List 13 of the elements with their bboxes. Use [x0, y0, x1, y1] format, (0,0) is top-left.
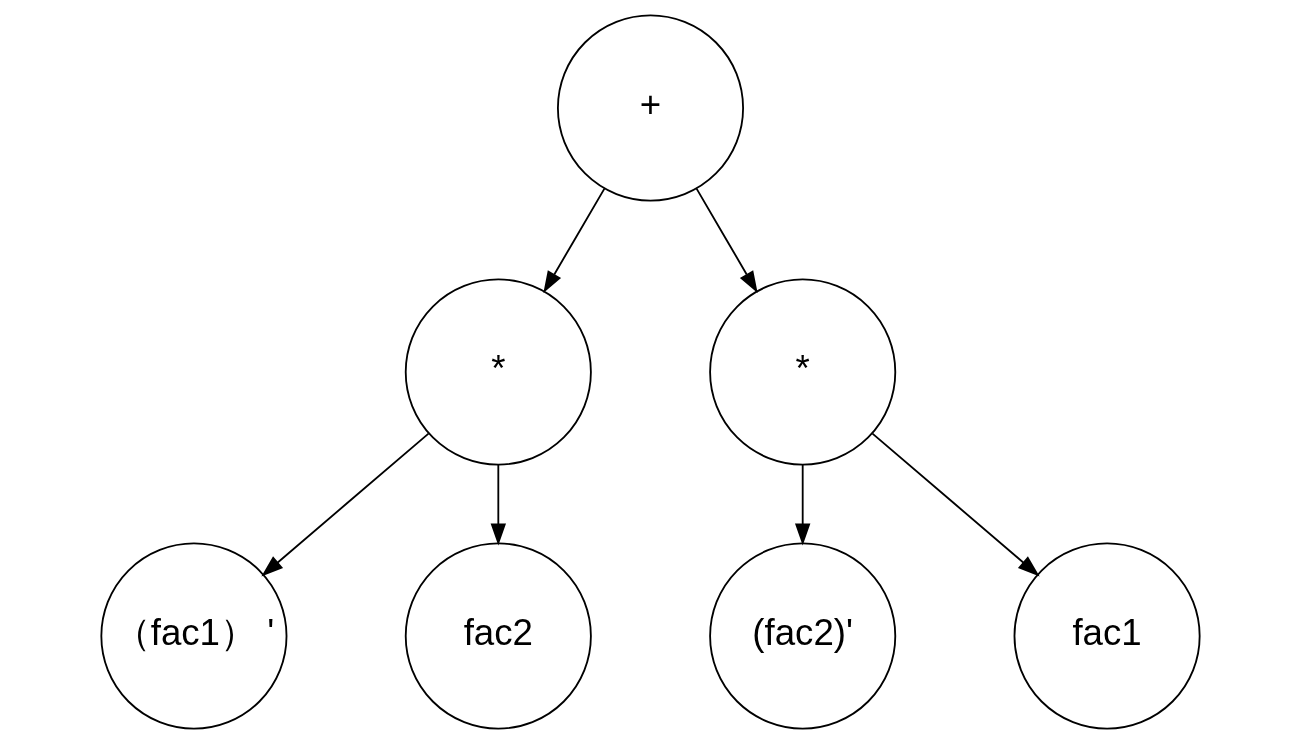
- node-circle: fac1: [1013, 542, 1201, 730]
- arrow: [543, 187, 606, 294]
- arrow: [871, 432, 1040, 577]
- arrow: [490, 463, 506, 546]
- arrow: [695, 187, 758, 294]
- node-circle: (fac2)': [709, 542, 897, 730]
- node-circle: *: [404, 278, 592, 466]
- arrow: [261, 432, 430, 577]
- arrow: [795, 463, 811, 546]
- node-circle: *: [709, 278, 897, 466]
- node-circle: fac2: [404, 542, 592, 730]
- node-circle: （fac1） ': [100, 542, 288, 730]
- node-circle: +: [557, 14, 744, 202]
